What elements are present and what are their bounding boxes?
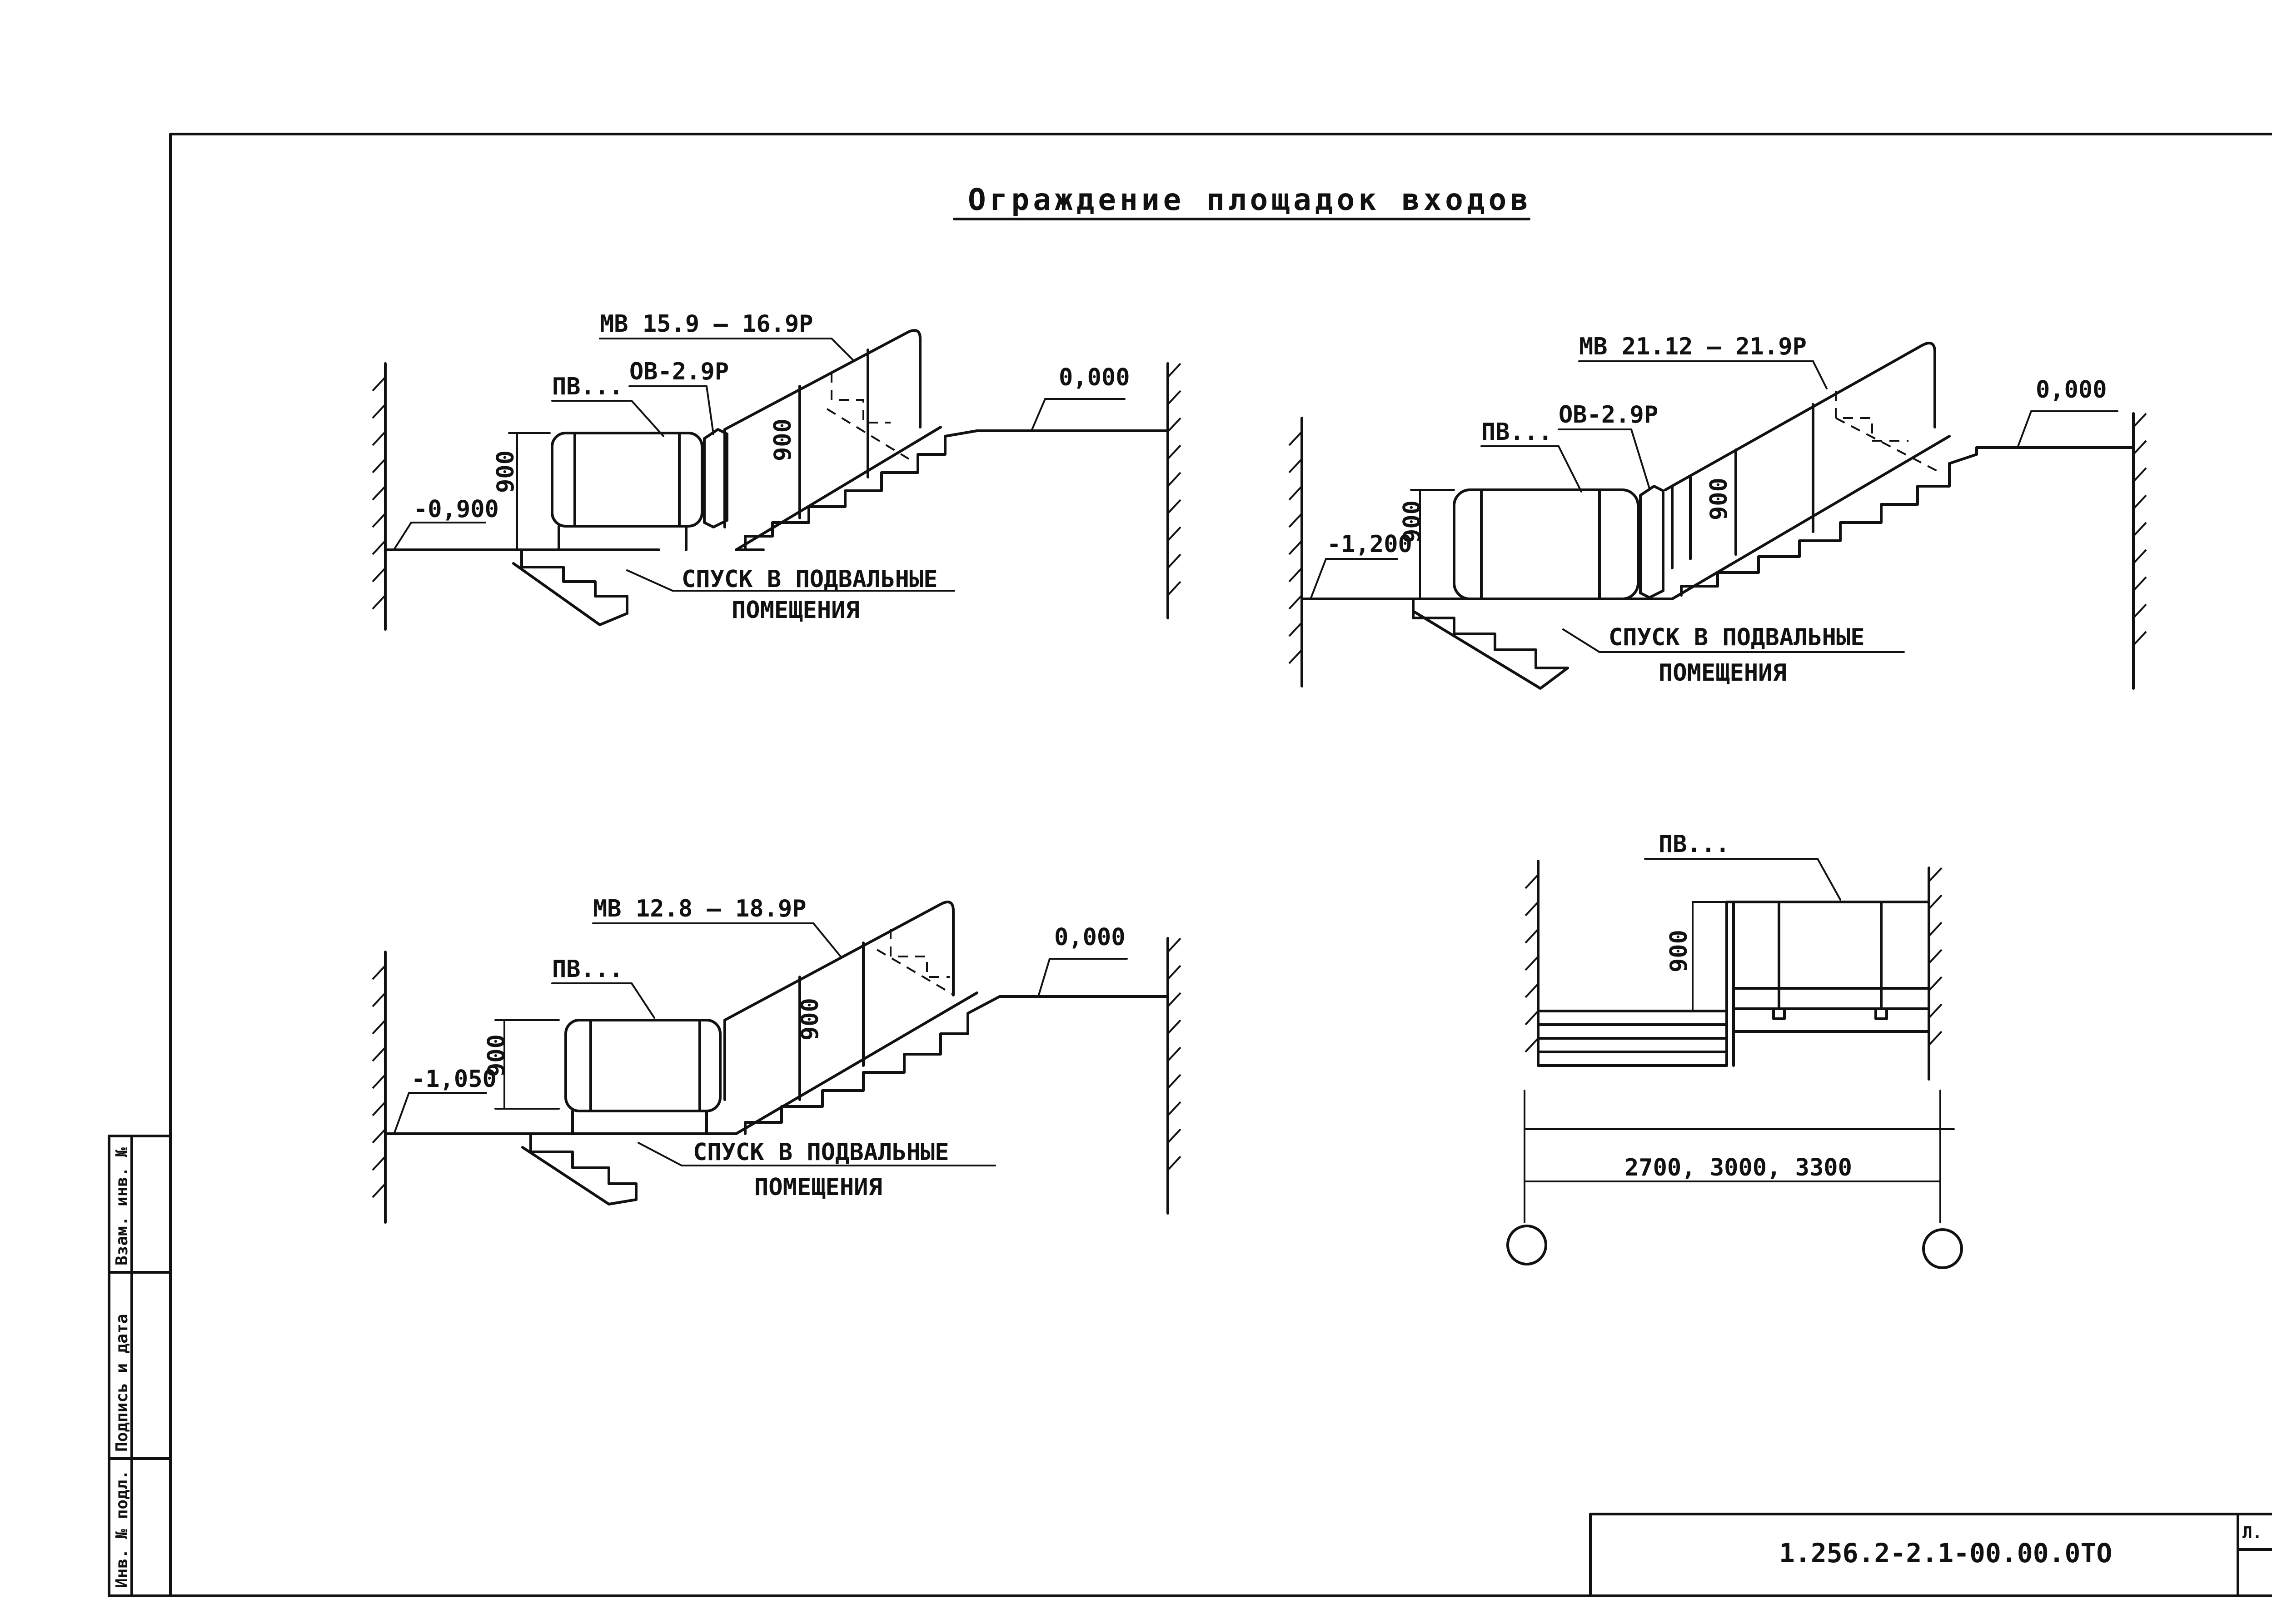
level-top-a: 0,000 [1059, 364, 1130, 391]
descent-label-a1: СПУСК В ПОДВАЛЬНЫЕ [682, 566, 938, 593]
height-dim-c1: 900 [483, 1034, 510, 1077]
level-top-b: 0,000 [2036, 376, 2107, 404]
descent-label-c1: СПУСК В ПОДВАЛЬНЫЕ [693, 1139, 949, 1166]
view-d: 900 ПВ... 2700, 3000, 3300 [1506, 831, 1963, 1269]
height-dim-a1: 900 [492, 450, 519, 493]
wall-hatch-left-a [372, 376, 386, 610]
axis-bubble-right [1922, 1228, 1963, 1269]
rail-label-a: МВ 15.9 – 16.9Р [600, 310, 813, 338]
wall-hatch-right-d [1928, 867, 1943, 1046]
drawing-title: Ограждение площадок входов [953, 182, 1532, 220]
view-c: 900 900 -1,050 0,000 МВ 12.8 – 18.9Р ПВ.… [372, 895, 1181, 1224]
height-dim-a2: 900 [769, 418, 797, 461]
span-dim-d: 2700, 3000, 3300 [1624, 1154, 1852, 1181]
document-code: 1.256.2-2.1-00.00.0ТО [1779, 1538, 2112, 1569]
stamp-inv-repl: Взам. инв. № [113, 1147, 131, 1265]
level-bottom-b: -1,200 [1327, 531, 1412, 558]
panel-label-c: ПВ... [552, 956, 623, 983]
wall-hatch-right-a [1167, 363, 1181, 596]
descent-label-c2: ПОМЕЩЕНИЯ [754, 1174, 882, 1201]
wall-hatch-left-c [372, 965, 386, 1198]
wall-hatch-left-b [1288, 431, 1303, 664]
height-dim-d: 900 [1665, 930, 1693, 972]
stamp-sign-date: Подпись и дата [113, 1314, 131, 1452]
descent-label-a2: ПОМЕЩЕНИЯ [732, 597, 860, 624]
level-top-c: 0,000 [1054, 924, 1126, 951]
rail-label-c: МВ 12.8 – 18.9Р [593, 895, 807, 922]
height-dim-b1: 900 [1399, 500, 1426, 543]
sheet-frame [108, 133, 2272, 1597]
wall-hatch-right-b [2132, 413, 2147, 646]
descent-label-b2: ПОМЕЩЕНИЯ [1659, 659, 1787, 687]
axis-bubble-left [1506, 1225, 1547, 1265]
stamp-inv-orig: Инв. № подл. [113, 1470, 131, 1588]
descent-label-b1: СПУСК В ПОДВАЛЬНЫЕ [1609, 624, 1865, 651]
level-bottom-a: -0,900 [414, 496, 499, 523]
panel-label-a: ПВ... [552, 373, 623, 400]
rail-label-b: МВ 21.12 – 21.9Р [1579, 333, 1807, 360]
title-block: 1.256.2-2.1-00.00.0ТО Л. [1589, 1513, 2272, 1597]
sheet-label: Л. [2242, 1524, 2262, 1542]
wall-hatch-right-c [1167, 937, 1181, 1171]
corner-label-a: ОВ-2.9Р [629, 358, 729, 385]
height-dim-c2: 900 [797, 998, 824, 1041]
panel-label-b: ПВ... [1481, 418, 1553, 446]
view-a: 900 900 -0,900 0,000 МВ 15.9 – 16.9Р ПВ.… [372, 310, 1181, 631]
wall-hatch-left-d [1525, 874, 1539, 1053]
height-dim-b2: 900 [1705, 478, 1733, 520]
level-bottom-c: -1,050 [411, 1066, 497, 1093]
title-text: Ограждение площадок входов [968, 182, 1532, 217]
panel-label-d: ПВ... [1659, 831, 1730, 858]
view-b: 900 900 -1,200 0,000 МВ 21.12 – 21.9Р ПВ… [1288, 333, 2147, 690]
corner-label-b: ОВ-2.9Р [1559, 401, 1658, 428]
side-stamp: Взам. инв. № Подпись и дата Инв. № подл. [108, 1135, 172, 1597]
